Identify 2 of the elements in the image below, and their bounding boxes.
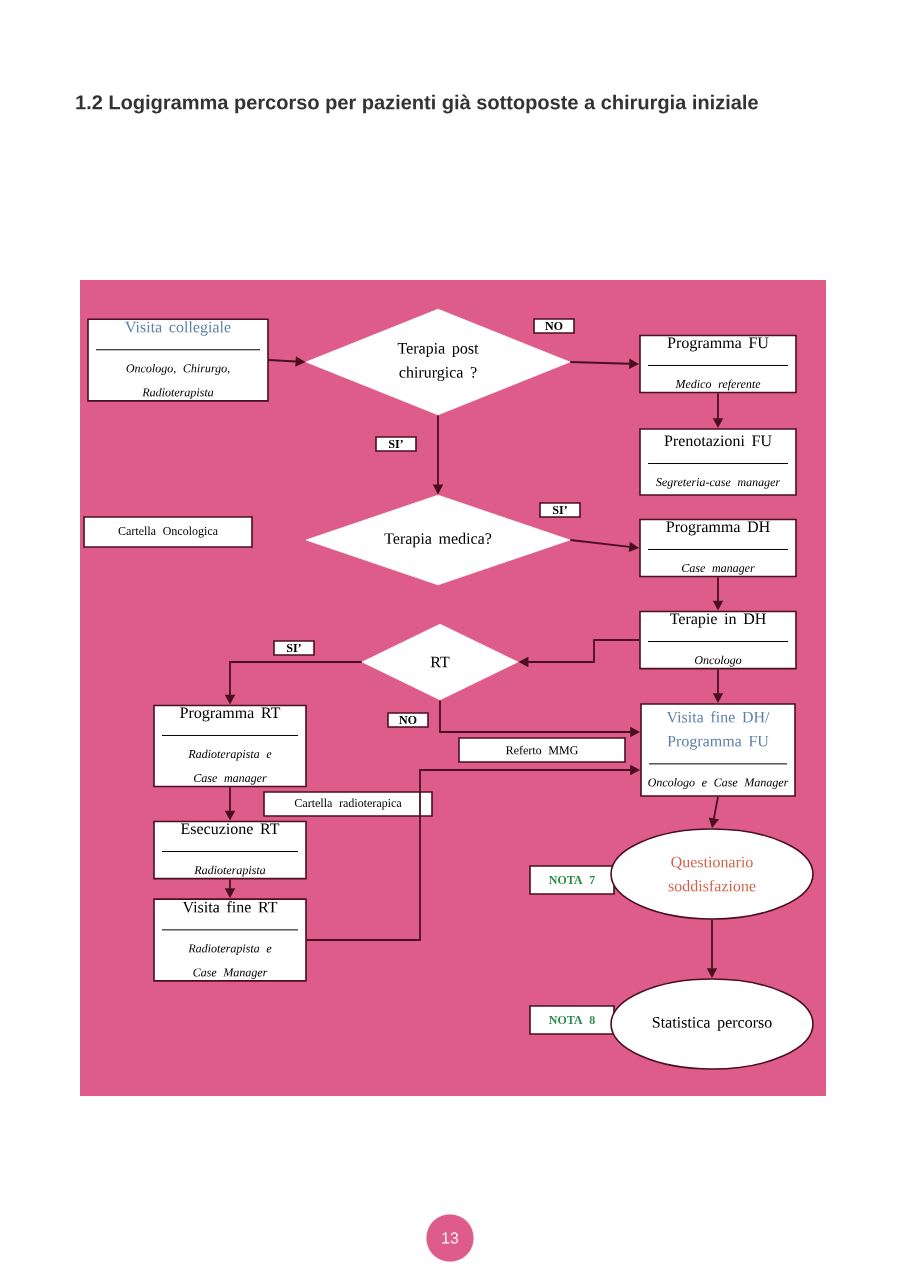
title: 1.2 Logigramma percorso per pazienti già sottoposte a chirurgia iniziale bbox=[76, 94, 758, 114]
page-number: 13 bbox=[425, 1213, 475, 1263]
